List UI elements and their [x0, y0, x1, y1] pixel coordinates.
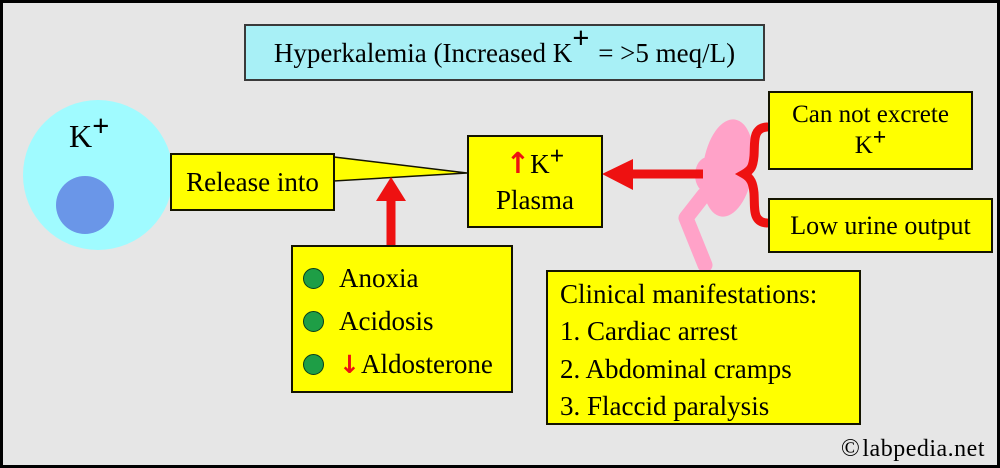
callout-pointer-shape	[333, 156, 468, 182]
down-arrow-icon: ↓	[339, 350, 360, 379]
copyright: ©labpedia.net	[841, 435, 985, 463]
left-arrow-icon	[602, 159, 703, 190]
cause-item: Acidosis	[303, 300, 511, 343]
up-arrow-icon	[376, 177, 406, 245]
kidney-icon	[678, 119, 754, 273]
cell-circle: K+	[23, 100, 173, 250]
title-plus-sup: +	[572, 21, 590, 56]
plasma-label: Plasma	[496, 184, 574, 215]
cause-item: ↓ Aldosterone	[303, 343, 511, 386]
plasma-up-arrow-icon: ↑	[505, 146, 531, 181]
plasma-box: ↑K+ Plasma	[467, 135, 603, 228]
copyright-site: labpedia.net	[862, 436, 985, 462]
cell-ion-label: K+	[69, 109, 110, 154]
causes-box: Anoxia Acidosis ↓ Aldosterone	[291, 245, 513, 393]
plasma-ion: K	[530, 149, 550, 180]
clinical-item: 2. Abdominal cramps	[560, 353, 792, 384]
curly-brace-icon	[734, 122, 772, 228]
clinical-item: 1. Cardiac arrest	[560, 316, 738, 347]
bullet-icon	[303, 354, 324, 375]
cannot-excrete-box: Can not excrete K+	[768, 91, 973, 170]
title-text: Hyperkalemia (Increased K+ = >5 meq/L)	[273, 21, 736, 68]
release-into-label: Release into	[186, 166, 319, 197]
title-box: Hyperkalemia (Increased K+ = >5 meq/L)	[244, 21, 765, 81]
low-urine-output-label: Low urine output	[790, 210, 971, 240]
cause-item: Anoxia	[303, 257, 511, 300]
clinical-item: 3. Flaccid paralysis	[560, 390, 770, 421]
plasma-ion-sup: +	[549, 141, 565, 171]
nucleus-circle	[56, 176, 114, 234]
clinical-box: Clinical manifestations: 1. Cardiac arre…	[546, 270, 861, 425]
diagram-shapes	[333, 119, 772, 273]
clinical-heading: Clinical manifestations:	[560, 279, 818, 309]
cause-label: Anoxia	[339, 263, 419, 293]
cannot-excrete-line1: Can not excrete	[792, 101, 949, 129]
cause-label: Aldosterone	[360, 349, 493, 379]
cause-label: Acidosis	[339, 306, 434, 336]
bullet-icon	[303, 311, 324, 332]
plasma-ion-line: ↑K+	[505, 141, 564, 183]
cannot-excrete-ion: K+	[854, 124, 887, 160]
bullet-icon	[303, 268, 324, 289]
release-into-box: Release into	[170, 153, 335, 211]
low-urine-output-box: Low urine output	[768, 198, 993, 253]
copyright-symbol-icon: ©	[840, 435, 861, 462]
ureter-shape	[678, 187, 713, 273]
